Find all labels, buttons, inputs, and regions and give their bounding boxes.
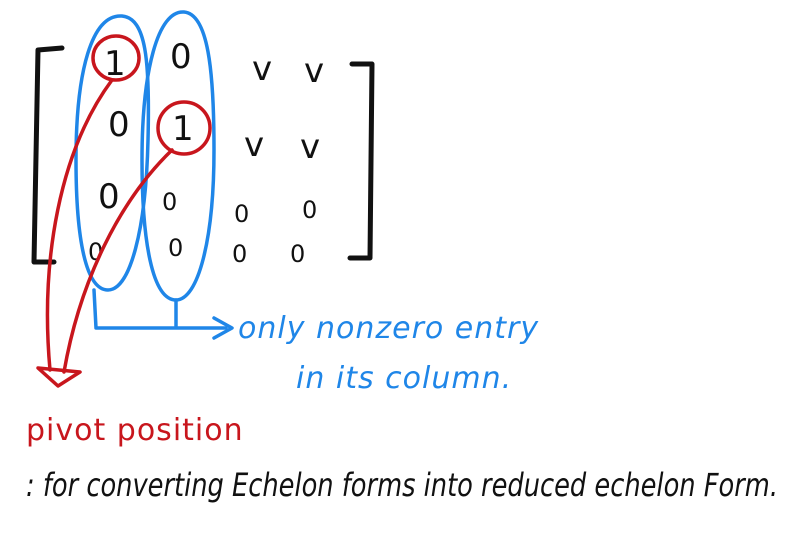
matrix-entry-r1c3: v <box>252 49 272 89</box>
matrix-entry-r2c3: v <box>244 125 264 165</box>
pivot-arrowhead <box>36 366 82 388</box>
matrix-entry-r1c2: 0 <box>170 37 192 77</box>
conversion-note: : for converting Echelon forms into redu… <box>26 466 778 504</box>
right-bracket <box>347 61 375 261</box>
pivot-circle-2 <box>156 100 212 156</box>
pivot-arrow-2 <box>62 148 174 374</box>
pivot-arrow-1 <box>45 78 114 372</box>
matrix-entry-r2c2: 1 <box>172 109 194 149</box>
matrix-entry-r3c4: 0 <box>302 196 317 224</box>
matrix-entry-r4c2: 0 <box>168 234 183 262</box>
matrix-entry-r2c4: v <box>300 127 320 167</box>
matrix-entry-r1c1: 1 <box>104 44 126 84</box>
matrix-entry-r1c4: v <box>304 51 324 91</box>
blue-annotation-line1: only nonzero entry <box>238 311 539 346</box>
matrix-entry-r3c1: 0 <box>98 177 120 217</box>
blue-annotation-line2: in its column. <box>296 361 512 396</box>
matrix-entry-r3c2: 0 <box>162 188 177 216</box>
matrix-entry-r2c1: 0 <box>108 105 130 145</box>
blue-arrowhead <box>212 316 234 340</box>
blue-connector <box>92 288 228 330</box>
matrix-entry-r3c3: 0 <box>234 200 249 228</box>
matrix-entry-r4c4: 0 <box>290 240 305 268</box>
matrix-entries: 1 0 v v 0 1 v v 0 0 0 0 0 0 0 0 <box>88 37 324 268</box>
pivot-circle-1 <box>91 34 141 82</box>
left-bracket <box>31 45 65 265</box>
pivot-position-label: pivot position <box>26 413 244 448</box>
matrix-entry-r4c3: 0 <box>232 240 247 268</box>
